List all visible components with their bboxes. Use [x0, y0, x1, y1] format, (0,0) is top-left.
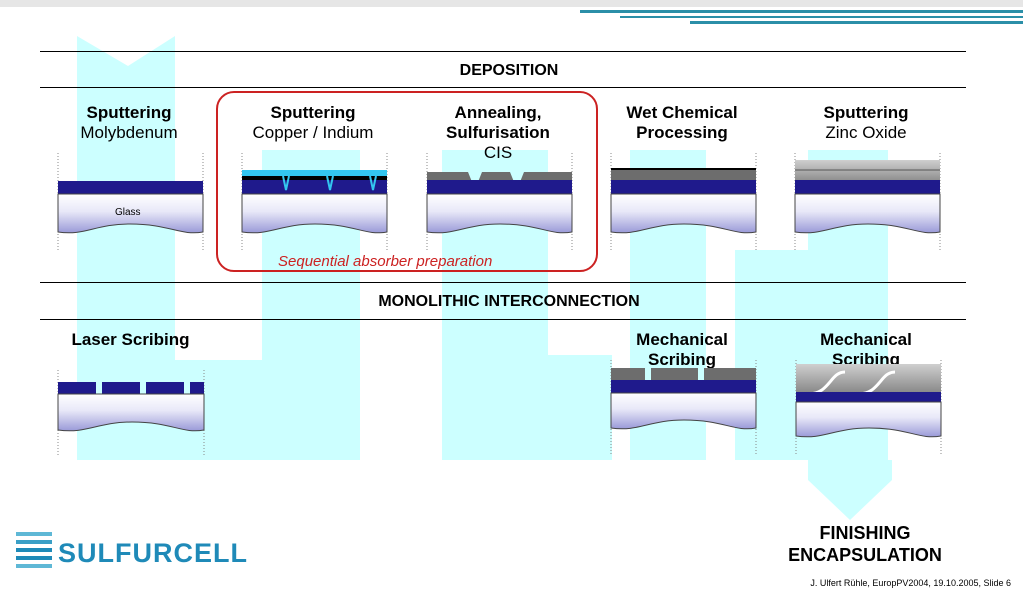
glass-substrate [426, 193, 573, 234]
cell-mechanical-scribing [610, 360, 757, 455]
molybdenum-layer [611, 380, 756, 393]
divider-line [40, 319, 966, 320]
molybdenum-layer [795, 180, 940, 194]
glass-label: Glass [115, 207, 141, 218]
glass-substrate [610, 392, 757, 430]
sulfurcell-logo-icon [16, 532, 52, 568]
glass-substrate [794, 193, 941, 234]
cell-molybdenum: Glass [57, 153, 204, 250]
zinc-oxide-layer [795, 160, 940, 182]
cell-copper-indium [241, 153, 388, 250]
molybdenum-segments [58, 382, 204, 394]
divider-line [40, 87, 966, 88]
divider-line [40, 282, 966, 283]
glass-substrate [795, 401, 942, 438]
header-decoration [0, 0, 1023, 24]
molybdenum-layer [427, 180, 572, 194]
sulfurcell-logo: SULFURCELL [58, 538, 248, 568]
molybdenum-layer [58, 181, 203, 194]
glass-substrate [57, 193, 204, 234]
deposition-heading: DEPOSITION [459, 62, 559, 79]
cell-wet-chemical [610, 153, 757, 250]
laser-scribing-title: Laser Scribing [71, 330, 190, 349]
cell-cis [426, 153, 573, 250]
slide-footer: J. Ulfert Rühle, EuropPV2004, 19.10.2005… [810, 578, 1011, 588]
glass-substrate [610, 193, 757, 234]
copper-indium-layer [242, 170, 387, 176]
molybdenum-layer [611, 180, 756, 194]
cis-layer [427, 172, 572, 182]
cell-mechanical-scribing-zno [795, 360, 942, 455]
sequential-absorber-box [216, 91, 598, 272]
glass-substrate [57, 393, 205, 432]
cis-layer [611, 170, 756, 182]
cell-zinc-oxide [794, 153, 941, 250]
molybdenum-layer [242, 180, 387, 194]
cell-laser-scribing [57, 370, 205, 455]
glass-substrate [241, 193, 388, 234]
zinc-oxide-layer [796, 364, 941, 392]
sequential-absorber-label: Sequential absorber preparation [278, 253, 493, 270]
divider-line [40, 51, 966, 52]
cis-layer [611, 368, 756, 380]
molybdenum-layer [796, 392, 941, 402]
interconnection-heading: MONOLITHIC INTERCONNECTION [378, 293, 640, 310]
